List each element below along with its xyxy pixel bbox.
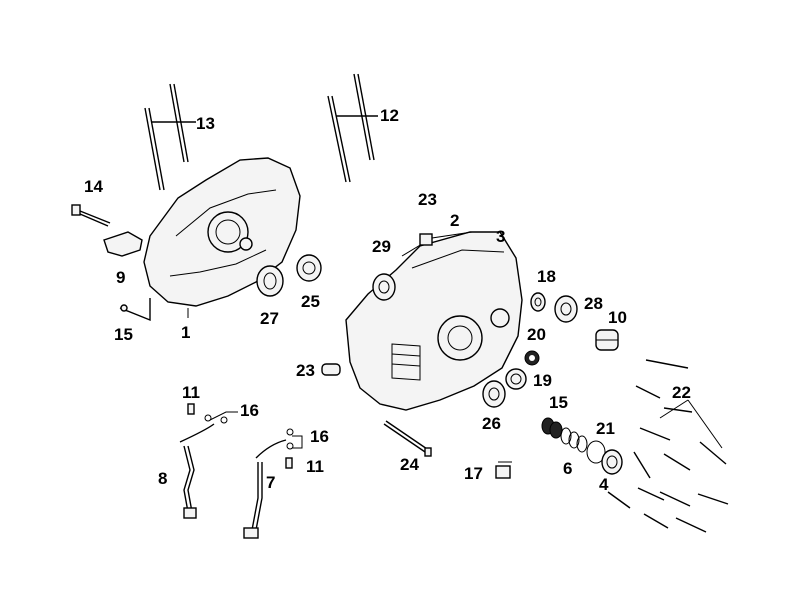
callout-13: 13 [196,114,215,133]
callout-20: 20 [527,325,546,344]
leader-22-b [687,399,723,449]
stud-bolts-12 [327,73,375,183]
bearing-26 [482,380,506,408]
bracket-9 [103,231,143,257]
spring-15 [541,417,563,439]
callout-17: 17 [464,464,483,483]
callout-16-bottom: 16 [310,427,329,446]
callout-27: 27 [260,309,279,328]
oil-seal-27 [256,265,284,297]
callout-11-bottom: 11 [306,457,324,476]
callout-23-top: 23 [418,190,437,209]
dowel-pin-23-left [321,363,341,376]
callout-24: 24 [400,455,419,474]
leader-16-bottom [292,435,303,449]
callout-10: 10 [608,308,627,327]
o-rings-6 [560,427,588,453]
bearing-25 [296,254,322,282]
left-crankcase-1 [143,157,301,307]
callout-25: 25 [301,292,320,311]
leader-22-a [659,399,689,419]
callout-19: 19 [533,371,552,390]
bolts-22 [607,359,729,533]
bearing-18 [530,292,546,312]
callout-15-right: 15 [549,393,568,412]
callout-18: 18 [537,267,556,286]
hose-8 [179,423,215,519]
clip-17 [495,461,512,479]
callout-15-left: 15 [114,325,133,344]
hose-7 [243,439,287,539]
leader-15-left [119,298,151,322]
pin-15-left [120,304,128,312]
clamps-16-bottom [286,428,294,450]
bearing-28 [554,295,578,323]
callout-6: 6 [563,459,572,478]
callout-28: 28 [584,294,603,313]
leader-16-top [209,411,238,421]
dowel-pin-23-top [419,233,433,246]
callout-16-top: 16 [240,401,259,420]
bolt-24 [383,420,432,457]
callout-12: 12 [380,106,399,125]
callout-9: 9 [116,268,125,287]
callout-4: 4 [599,475,609,494]
stud-bolts-13 [144,83,189,191]
callout-14: 14 [84,177,103,196]
clip-11-bottom [285,457,293,469]
callout-1: 1 [181,323,190,342]
cap-4 [601,449,623,475]
bolt-14 [71,204,111,227]
callout-23-left: 23 [296,361,315,380]
callout-29: 29 [372,237,391,256]
callout-21: 21 [596,419,615,438]
callout-26: 26 [482,414,501,433]
callout-11-top: 11 [182,383,200,402]
callout-2: 2 [450,211,459,230]
callout-7: 7 [266,473,275,492]
seal-19 [505,368,527,390]
callout-3: 3 [496,227,505,246]
clip-11-top [187,403,195,415]
callout-8: 8 [158,469,167,488]
clamps-16-top [204,414,228,424]
seal-20 [524,350,540,366]
o-ring-21 [586,440,606,464]
plug-10 [595,329,619,351]
bearing-29 [372,273,396,301]
callout-22: 22 [672,383,691,402]
